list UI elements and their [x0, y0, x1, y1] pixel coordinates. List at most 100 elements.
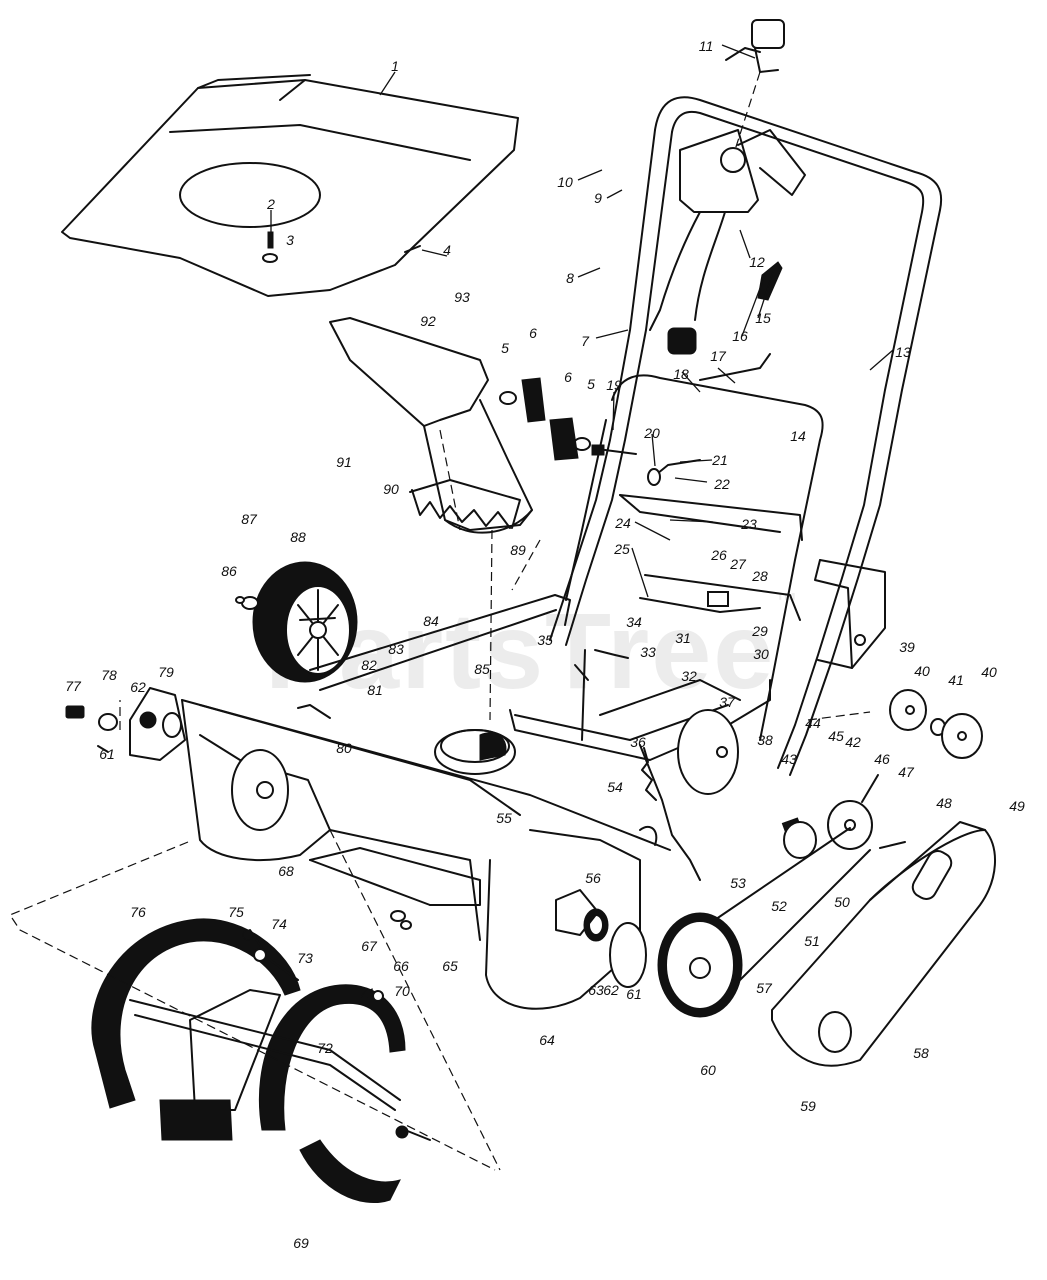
callout-77: 77 — [65, 678, 81, 694]
callout-47: 47 — [898, 764, 914, 780]
callout-70: 70 — [394, 983, 410, 999]
upper-handle-part — [549, 96, 943, 776]
callout-39: 39 — [899, 639, 915, 655]
belt-cover-part — [771, 821, 996, 1067]
callout-32: 32 — [681, 668, 697, 684]
callout-66: 66 — [393, 958, 409, 974]
callout-12: 12 — [749, 254, 765, 270]
callout-5b: 5 — [587, 376, 595, 392]
callout-10: 10 — [557, 174, 573, 190]
callout-88: 88 — [290, 529, 306, 545]
callout-89: 89 — [510, 542, 526, 558]
callout-7: 7 — [581, 333, 589, 349]
callout-57: 57 — [756, 980, 772, 996]
callout-42: 42 — [845, 734, 861, 750]
shift-linkage — [574, 261, 783, 881]
callout-78: 78 — [101, 667, 117, 683]
callout-64: 64 — [539, 1032, 555, 1048]
callout-56: 56 — [585, 870, 601, 886]
callout-36: 36 — [630, 734, 646, 750]
callout-81: 81 — [367, 682, 383, 698]
leader-lines — [270, 44, 894, 598]
discharge-chute-part — [329, 317, 533, 721]
callout-68: 68 — [278, 863, 294, 879]
scraper-bar-part — [309, 847, 481, 930]
callout-71: 71 — [359, 985, 375, 1001]
callout-26: 26 — [711, 547, 727, 563]
callout-54: 54 — [607, 779, 623, 795]
callout-86: 86 — [221, 563, 237, 579]
callout-27: 27 — [730, 556, 746, 572]
callout-40: 40 — [914, 663, 930, 679]
callout-91: 91 — [336, 454, 352, 470]
callout-28: 28 — [752, 568, 768, 584]
callout-69: 69 — [293, 1235, 309, 1251]
callout-79: 79 — [158, 664, 174, 680]
callout-62: 62 — [130, 679, 146, 695]
callout-41: 41 — [948, 672, 964, 688]
callout-24: 24 — [615, 515, 631, 531]
callout-60: 60 — [700, 1062, 716, 1078]
callout-92: 92 — [420, 313, 436, 329]
callout-90: 90 — [383, 481, 399, 497]
callout-84: 84 — [423, 613, 439, 629]
callout-29: 29 — [752, 623, 768, 639]
callout-61: 61 — [99, 746, 115, 762]
callout-33: 33 — [640, 644, 656, 660]
callout-17: 17 — [710, 348, 726, 364]
callout-87: 87 — [241, 511, 257, 527]
callout-58: 58 — [913, 1045, 929, 1061]
callout-15: 15 — [755, 310, 771, 326]
callout-20: 20 — [644, 425, 660, 441]
callout-72: 72 — [317, 1040, 333, 1056]
assembly-centerlines — [9, 539, 871, 1171]
callout-8: 8 — [566, 270, 574, 286]
callout-37: 37 — [719, 694, 735, 710]
callout-5: 5 — [501, 340, 509, 356]
drive-pulleys — [555, 689, 983, 1018]
callout-40b: 40 — [981, 664, 997, 680]
callout-55: 55 — [496, 810, 512, 826]
callout-3: 3 — [286, 232, 294, 248]
cover-screws — [262, 231, 421, 263]
callout-48: 48 — [936, 795, 952, 811]
top-cover-part — [61, 74, 519, 297]
callout-2: 2 — [267, 196, 275, 212]
callout-46: 46 — [874, 751, 890, 767]
callout-18: 18 — [673, 366, 689, 382]
callout-93: 93 — [454, 289, 470, 305]
callout-73: 73 — [297, 950, 313, 966]
callout-43: 43 — [781, 751, 797, 767]
side-bearing-plate — [65, 687, 186, 761]
callout-16: 16 — [732, 328, 748, 344]
callout-59: 59 — [800, 1098, 816, 1114]
callout-44: 44 — [805, 715, 821, 731]
callout-82: 82 — [361, 657, 377, 673]
callout-38: 38 — [757, 732, 773, 748]
callout-74: 74 — [271, 916, 287, 932]
callout-80: 80 — [336, 740, 352, 756]
callout-9: 9 — [594, 190, 602, 206]
callout-65: 65 — [442, 958, 458, 974]
callout-23: 23 — [741, 516, 757, 532]
callout-34: 34 — [626, 614, 642, 630]
callout-31: 31 — [675, 630, 691, 646]
callout-45: 45 — [828, 728, 844, 744]
callout-63: 63 — [588, 982, 604, 998]
callout-1: 1 — [391, 58, 399, 74]
callout-67: 67 — [361, 938, 377, 954]
callout-6b: 6 — [564, 369, 572, 385]
callout-19: 19 — [606, 377, 622, 393]
callout-75: 75 — [228, 904, 244, 920]
wheel-part — [235, 561, 358, 683]
callout-83: 83 — [388, 641, 404, 657]
callout-62b: 62 — [603, 982, 619, 998]
auger-assembly-part — [91, 918, 431, 1204]
callout-50: 50 — [834, 894, 850, 910]
callout-25: 25 — [614, 541, 630, 557]
callout-13: 13 — [895, 344, 911, 360]
frame-part — [509, 494, 886, 795]
callout-4: 4 — [443, 242, 451, 258]
